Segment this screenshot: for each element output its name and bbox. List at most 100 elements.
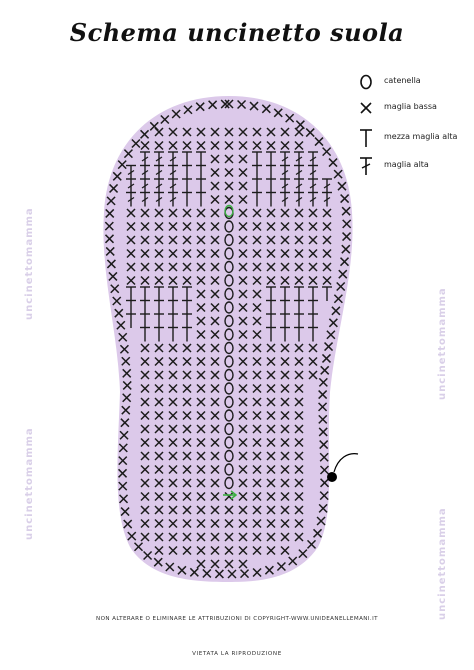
single-crochet-stitch [210, 167, 220, 178]
single-crochet-stitch [140, 491, 150, 502]
single-crochet-stitch [140, 235, 150, 245]
double-crochet-stitch [322, 191, 332, 207]
single-crochet-stitch [154, 491, 164, 502]
single-crochet-stitch [196, 221, 206, 232]
single-crochet-stitch [238, 289, 248, 299]
half-double-crochet-stitch [182, 151, 192, 166]
double-crochet-stitch [168, 164, 178, 180]
double-crochet-stitch [308, 164, 318, 180]
border-stitch [326, 330, 336, 340]
single-crochet-stitch [196, 410, 206, 421]
single-crochet-stitch [280, 464, 290, 475]
single-crochet-stitch [210, 181, 220, 191]
single-crochet-stitch [252, 275, 262, 286]
single-crochet-stitch [210, 545, 220, 556]
half-double-crochet-stitch [168, 313, 178, 328]
single-crochet-stitch [182, 491, 192, 502]
border-stitch [333, 294, 343, 304]
single-crochet-stitch [154, 518, 164, 529]
single-crochet-stitch [294, 262, 304, 272]
single-crochet-stitch [224, 154, 234, 164]
single-crochet-stitch [308, 248, 318, 259]
single-crochet-stitch [210, 532, 220, 542]
border-stitch [295, 120, 305, 130]
border-stitch [122, 393, 132, 403]
single-crochet-stitch [182, 140, 192, 151]
single-crochet-stitch [182, 275, 192, 286]
single-crochet-stitch [280, 221, 290, 232]
single-crochet-stitch [238, 518, 248, 529]
single-crochet-stitch [154, 235, 164, 245]
single-crochet-stitch [168, 383, 178, 394]
half-double-crochet-stitch [308, 326, 318, 342]
single-crochet-stitch [196, 559, 206, 569]
single-crochet-stitch [126, 208, 136, 218]
single-crochet-stitch [280, 262, 290, 272]
single-crochet-stitch [238, 194, 248, 205]
single-crochet-stitch [238, 167, 248, 178]
half-double-crochet-stitch [266, 164, 276, 180]
single-crochet-stitch [238, 127, 248, 137]
single-crochet-stitch [266, 491, 276, 502]
border-stitch [305, 128, 315, 138]
single-crochet-stitch [154, 505, 164, 515]
single-crochet-stitch [252, 140, 262, 151]
single-crochet-stitch [252, 478, 262, 488]
single-crochet-stitch [196, 248, 206, 259]
single-crochet-stitch [280, 491, 290, 502]
half-double-crochet-stitch [168, 326, 178, 342]
single-crochet-stitch [308, 356, 318, 367]
single-crochet-stitch [266, 221, 276, 232]
single-crochet-stitch [154, 383, 164, 394]
single-crochet-stitch [280, 410, 290, 421]
single-crochet-stitch [154, 356, 164, 367]
single-crochet-stitch [126, 248, 136, 259]
single-crochet-stitch [294, 235, 304, 245]
chain-stitch [224, 368, 234, 382]
single-crochet-stitch [280, 437, 290, 448]
border-stitch [171, 109, 181, 119]
half-double-crochet-stitch [266, 286, 276, 301]
single-crochet-stitch [252, 235, 262, 245]
single-crochet-stitch [238, 383, 248, 394]
single-crochet-stitch [294, 370, 304, 380]
single-crochet-stitch [322, 208, 332, 218]
chain-stitch [224, 220, 234, 233]
single-crochet-stitch [140, 248, 150, 259]
copyright-notice: NON ALTERARE O ELIMINARE LE ATTRIBUZIONI… [96, 616, 378, 622]
double-crochet-stitch [322, 178, 332, 193]
half-double-crochet-stitch [294, 286, 304, 301]
single-crochet-stitch [266, 262, 276, 272]
border-stitch [318, 402, 328, 412]
single-crochet-stitch [154, 343, 164, 353]
single-crochet-stitch [154, 127, 164, 137]
border-stitch [118, 443, 128, 453]
single-crochet-stitch [252, 343, 262, 353]
single-crochet-stitch [182, 221, 192, 232]
half-double-crochet-stitch [182, 178, 192, 193]
half-double-crochet-stitch [280, 299, 290, 315]
single-crochet-stitch [140, 464, 150, 475]
border-stitch [337, 181, 347, 191]
double-crochet-stitch [308, 178, 318, 193]
single-crochet-stitch [322, 221, 332, 232]
single-crochet-stitch [140, 518, 150, 529]
border-stitch [105, 208, 115, 218]
single-crochet-stitch [238, 464, 248, 475]
legend-item-maglia-alta: maglia alta [358, 156, 468, 176]
single-crochet-stitch [266, 505, 276, 515]
single-crochet-stitch [196, 302, 206, 313]
single-crochet-stitch [280, 518, 290, 529]
border-stitch [104, 234, 115, 244]
single-crochet-stitch [294, 410, 304, 421]
double-crochet-stitch [168, 178, 178, 193]
legend-label: maglia alta [384, 160, 429, 169]
single-crochet-stitch [126, 262, 136, 272]
chain-stitch [224, 247, 234, 260]
border-stitch [118, 332, 128, 342]
chain-stitch [224, 436, 234, 449]
border-stitch [121, 405, 131, 415]
half-double-crochet-stitch [294, 313, 304, 328]
single-crochet-stitch [294, 343, 304, 353]
single-crochet-stitch [266, 140, 276, 151]
